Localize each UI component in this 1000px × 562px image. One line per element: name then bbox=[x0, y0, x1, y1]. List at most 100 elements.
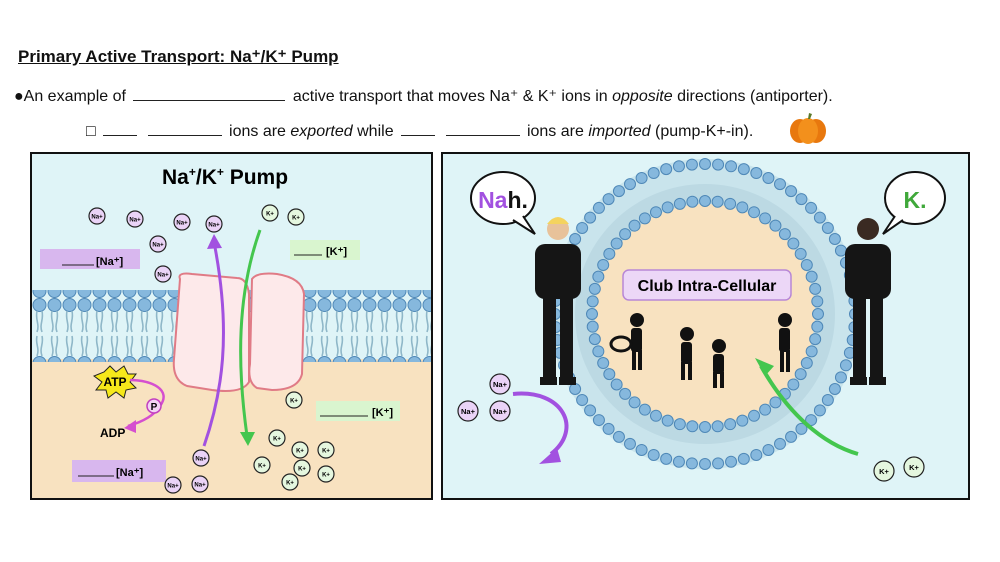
na-ion: Na+ bbox=[457, 400, 479, 422]
svg-text:Na+: Na+ bbox=[195, 456, 207, 462]
k-import-arrow bbox=[239, 229, 262, 437]
k-ion: K+ bbox=[873, 460, 895, 482]
svg-text:K+: K+ bbox=[322, 472, 330, 478]
ion-group: Na+ Na+ Na+ Na+ Na+ Na+ Na+ Na+ Na+ K+ K+ K+ K+ K+ K+ K… bbox=[88, 204, 335, 494]
svg-text:Na+: Na+ bbox=[194, 482, 206, 488]
svg-text:ATP: ATP bbox=[103, 375, 126, 389]
pumpkin-icon bbox=[790, 113, 826, 144]
k-admitted-arrow bbox=[759, 365, 859, 456]
phosphate-label: P bbox=[151, 402, 158, 413]
pump-diagram: Na+/K+ Pump ATP P ADP [Na⁺] [K⁺] [K⁺] bbox=[32, 154, 431, 498]
pump-panel: Na+/K+ Pump ATP P ADP [Na⁺] [K⁺] [K⁺] bbox=[30, 152, 433, 500]
line2-emphasis-imported: imported bbox=[588, 123, 651, 140]
k-ion: K+ bbox=[281, 473, 299, 491]
k-ion: K+ bbox=[287, 208, 305, 226]
svg-text:Na+: Na+ bbox=[461, 407, 476, 416]
k-ion: K+ bbox=[903, 456, 925, 478]
k-ion: K+ bbox=[253, 456, 271, 474]
club-panel: Club Intra-Cellular bbox=[441, 152, 970, 500]
club-diagram: Club Intra-Cellular bbox=[443, 154, 968, 498]
line2-emphasis-exported: exported bbox=[290, 123, 353, 140]
na-ion: Na+ bbox=[192, 449, 210, 467]
pump-protein-right bbox=[248, 272, 306, 392]
pump-title: Na+/K+ Pump bbox=[162, 165, 288, 189]
line2-part-a: ions are bbox=[229, 123, 286, 140]
svg-text:Na+: Na+ bbox=[129, 217, 141, 223]
line2-part-d: (pump-K+-in). bbox=[655, 123, 754, 140]
svg-text:K+: K+ bbox=[322, 448, 330, 454]
na-ion: Na+ bbox=[149, 235, 167, 253]
fill-blank-2[interactable] bbox=[103, 121, 138, 136]
sub-point-line: □ ions are exported while ions are impor… bbox=[86, 121, 753, 141]
line2-part-b: while bbox=[357, 123, 394, 140]
cell-membrane-ring bbox=[549, 158, 861, 470]
svg-text:K+: K+ bbox=[266, 211, 274, 217]
svg-text:K+: K+ bbox=[273, 436, 281, 442]
na-export-arrow bbox=[202, 241, 225, 447]
bouncer-right bbox=[845, 218, 891, 385]
na-inside-label: [Na⁺] bbox=[116, 467, 144, 479]
svg-text:Na+: Na+ bbox=[152, 242, 164, 248]
line1-middle: active transport that moves Na⁺ & K⁺ ion… bbox=[292, 88, 608, 105]
na-ion: Na+ bbox=[154, 265, 172, 283]
club-sign-label: Club Intra-Cellular bbox=[638, 278, 777, 295]
pump-protein-left bbox=[172, 272, 250, 392]
atp-starburst: ATP bbox=[92, 365, 138, 399]
na-ion: Na+ bbox=[173, 213, 191, 231]
speech-bubble-right: K. bbox=[882, 171, 946, 235]
line1-prefix: ●An example of bbox=[14, 88, 126, 105]
na-rejected-arrow bbox=[512, 391, 569, 456]
k-ion: K+ bbox=[291, 441, 309, 459]
svg-text:K+: K+ bbox=[298, 466, 306, 472]
fill-blank-4[interactable] bbox=[401, 121, 436, 136]
na-ion: Na+ bbox=[489, 373, 511, 395]
svg-text:K+: K+ bbox=[290, 398, 298, 404]
page-title: Primary Active Transport: Na⁺/K⁺ Pump bbox=[18, 47, 339, 66]
k-ion: K+ bbox=[268, 429, 286, 447]
svg-text:K+: K+ bbox=[292, 215, 300, 221]
svg-text:Na+: Na+ bbox=[157, 272, 169, 278]
k-outside-label: [K⁺] bbox=[326, 246, 347, 258]
fill-blank-5[interactable] bbox=[445, 121, 520, 136]
na-outside-label-bg bbox=[40, 249, 140, 269]
line1-suffix: directions (antiporter). bbox=[677, 88, 833, 105]
na-ion: Na+ bbox=[489, 400, 511, 422]
k-outside-label-bg bbox=[290, 240, 360, 260]
k-ion: K+ bbox=[317, 441, 335, 459]
svg-text:Na+: Na+ bbox=[493, 407, 508, 416]
definition-line: ●An example of active transport that mov… bbox=[14, 86, 833, 106]
k-inside-label: [K⁺] bbox=[372, 407, 393, 419]
dancers-icon bbox=[609, 313, 792, 388]
na-ion: Na+ bbox=[191, 475, 209, 493]
na-ion: Na+ bbox=[164, 476, 182, 494]
svg-text:K.: K. bbox=[904, 187, 927, 213]
k-ion: K+ bbox=[285, 391, 303, 409]
na-outside-label: [Na⁺] bbox=[96, 256, 124, 268]
fill-blank-3[interactable] bbox=[147, 121, 222, 136]
bouncer-left bbox=[535, 217, 581, 385]
ion-group: Na+ Na+ Na+ K+ K+ bbox=[457, 373, 925, 482]
svg-text:K+: K+ bbox=[286, 480, 294, 486]
svg-text:K+: K+ bbox=[258, 463, 266, 469]
na-ion: Na+ bbox=[126, 210, 144, 228]
phosphate-circle bbox=[146, 398, 162, 414]
svg-text:Nah.: Nah. bbox=[478, 187, 528, 213]
line1-emphasis: opposite bbox=[612, 88, 673, 105]
adp-label: ADP bbox=[100, 426, 125, 440]
svg-text:K+: K+ bbox=[296, 448, 304, 454]
svg-text:Na+: Na+ bbox=[493, 380, 508, 389]
k-ion: K+ bbox=[293, 459, 311, 477]
k-ion: K+ bbox=[261, 204, 279, 222]
checkbox-bullet: □ bbox=[86, 123, 96, 140]
na-ion: Na+ bbox=[205, 215, 223, 233]
svg-text:K+: K+ bbox=[879, 467, 889, 476]
line2-part-c: ions are bbox=[526, 123, 584, 140]
speech-bubble-left: Nah. bbox=[470, 171, 536, 235]
svg-text:Na+: Na+ bbox=[91, 214, 103, 220]
club-sign bbox=[622, 269, 792, 301]
svg-text:K+: K+ bbox=[909, 463, 919, 472]
svg-text:Na+: Na+ bbox=[176, 220, 188, 226]
na-ion: Na+ bbox=[88, 207, 106, 225]
fill-blank-1[interactable] bbox=[133, 86, 286, 101]
svg-text:Na+: Na+ bbox=[167, 483, 179, 489]
